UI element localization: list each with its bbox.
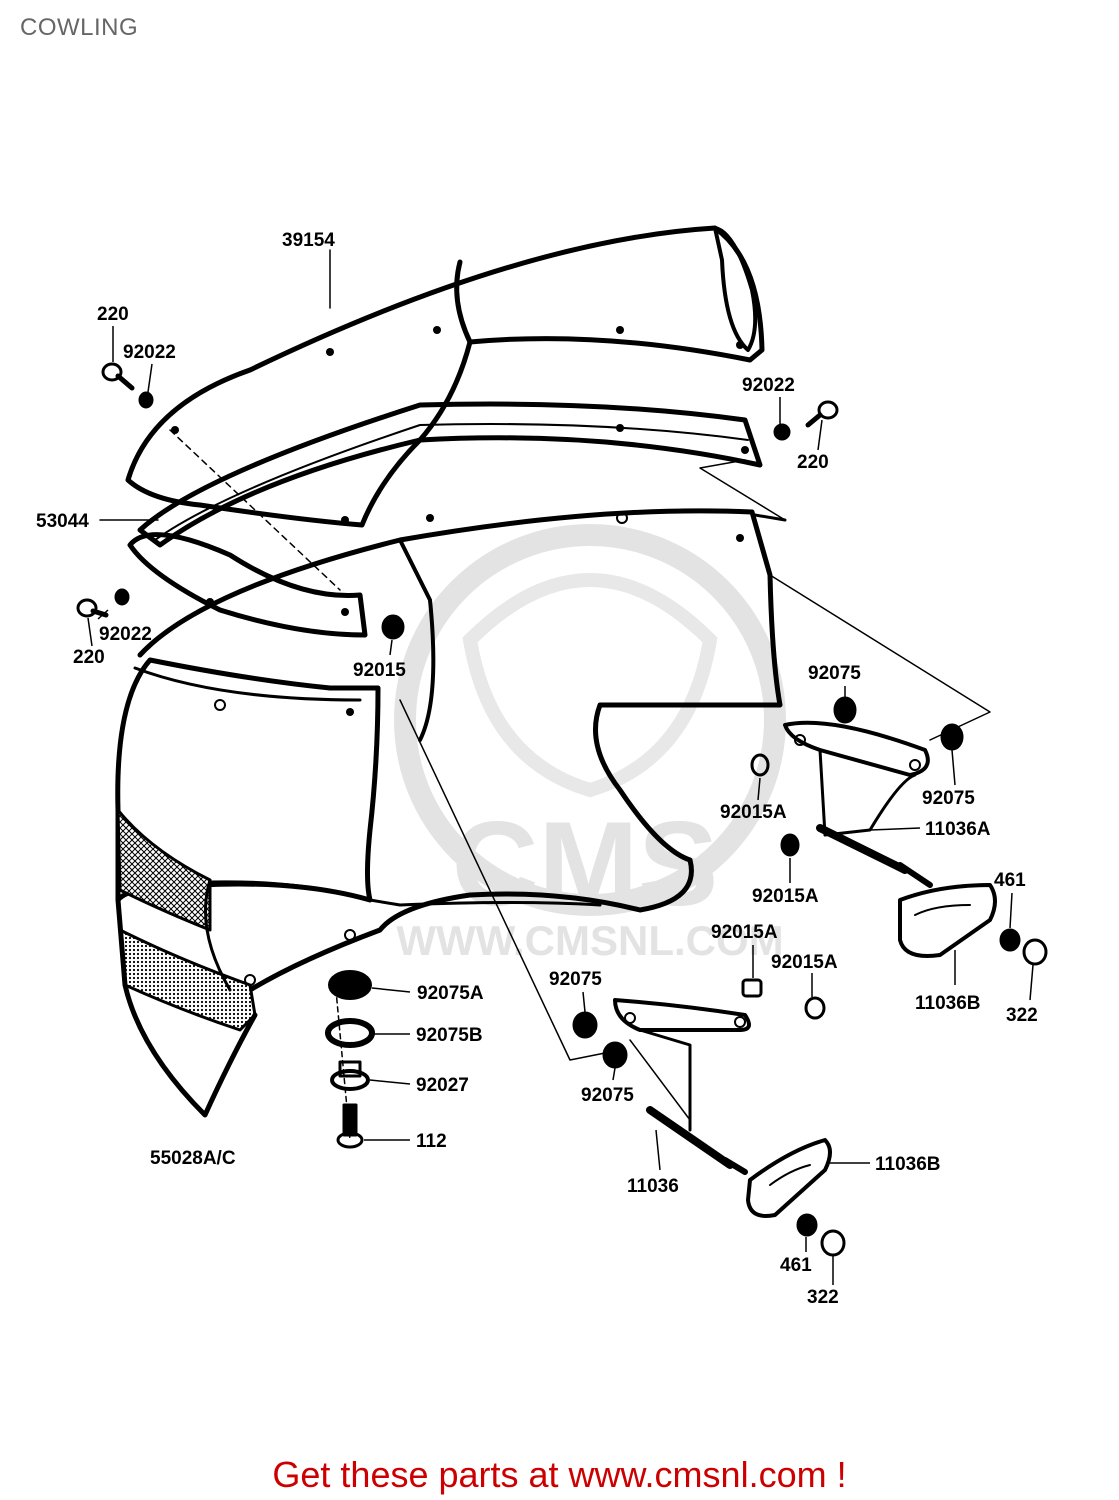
part-label: 220: [73, 647, 105, 668]
watermark-url-text: WWW.CMSNL.COM: [396, 917, 783, 964]
part-label: 39154: [282, 230, 335, 251]
part-label: 112: [416, 1131, 447, 1152]
part-label: 92075: [581, 1085, 634, 1106]
part-label: 92075A: [417, 983, 484, 1004]
part-label: 55028A/C: [150, 1148, 236, 1169]
screws: [76, 362, 839, 640]
part-label: 11036: [627, 1176, 679, 1197]
lower-bracket: [572, 978, 846, 1257]
hardware-stack: [325, 970, 375, 1149]
label-leaders: [87, 326, 1034, 1285]
part-label: 220: [797, 452, 829, 473]
part-label: 220: [97, 304, 129, 325]
page-title: COWLING: [20, 14, 139, 41]
part-label: 92075B: [416, 1025, 483, 1046]
part-label: 11036A: [925, 819, 991, 840]
part-label: 92022: [99, 624, 152, 645]
part-label: 92015A: [720, 802, 787, 823]
part-label: 92015A: [771, 952, 838, 973]
trim-strip: [127, 401, 763, 638]
part-label: 322: [807, 1287, 839, 1308]
part-label: 92075: [808, 663, 861, 684]
part-label: 92015A: [752, 886, 819, 907]
part-label: 461: [780, 1255, 812, 1276]
footer-parts-link[interactable]: Get these parts at www.cmsnl.com !: [272, 1454, 847, 1495]
part-label: 92075: [922, 788, 975, 809]
part-label: 92022: [742, 375, 795, 396]
part-label: 92015A: [711, 922, 778, 943]
part-label: 53044: [36, 511, 89, 532]
part-label: 92075: [549, 969, 602, 990]
part-label: 92027: [416, 1075, 469, 1096]
part-label: 461: [994, 870, 1026, 891]
windscreen: [125, 225, 765, 528]
part-label: 11036B: [875, 1154, 941, 1175]
part-label: 11036B: [915, 993, 981, 1014]
upper-bracket: [750, 696, 1048, 966]
cowling-line-art: [76, 225, 1048, 1257]
watermark-logo-text: CMS: [452, 797, 719, 931]
part-label: 322: [1006, 1005, 1038, 1026]
lower-fairing: [115, 657, 602, 1118]
upper-fairing: [137, 508, 787, 993]
part-label: 92015: [353, 660, 406, 681]
part-labels: 39154 220 92022 92022 220 53044 92022 22…: [36, 230, 1038, 1308]
part-label: 92022: [123, 342, 176, 363]
